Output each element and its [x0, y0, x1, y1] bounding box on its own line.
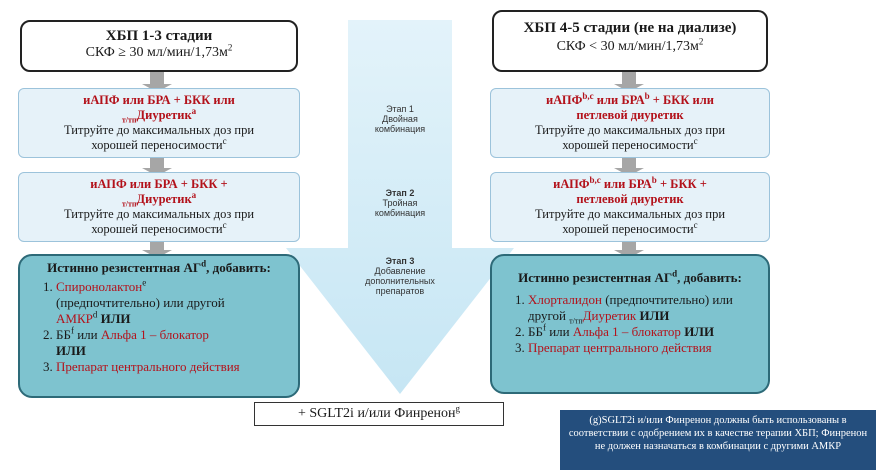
stage-1-label: Этап 1 Двойная комбинация: [374, 104, 426, 134]
left-header-title: ХБП 1-3 стадии: [105, 28, 213, 44]
left-step2-regimen: иАПФ или БРА + БКК +: [90, 177, 228, 191]
list-item: ББf или Альфа 1 – блокатор ИЛИ: [528, 323, 762, 340]
right-step1: иАПФb,c или БРАb + БКК или петлевой диур…: [490, 88, 770, 158]
left-resistant-title: Истинно резистентная АГ: [47, 260, 202, 275]
left-step2: иАПФ или БРА + БКК + т/тпДиуретикa Титру…: [18, 172, 300, 242]
list-item: Спиронолактонe(предпочтительно) или друг…: [56, 278, 292, 327]
right-step1-regimen: иАПФ: [546, 93, 583, 107]
right-resistant-list: Хлорталидон (предпочтительно) или другой…: [498, 292, 762, 356]
left-header-sub: СКФ ≥ 30 мл/мин/1,73м: [85, 45, 228, 60]
right-resistant: Истинно резистентная АГd, добавить: Хлор…: [490, 254, 770, 394]
list-item: Препарат центрального действия: [528, 340, 762, 356]
stage-2-label: Этап 2 Тройная комбинация: [374, 188, 426, 218]
footnote-g: (g)SGLT2i и/или Финренон должны быть исп…: [560, 410, 876, 470]
list-item: Хлорталидон (предпочтительно) или другой…: [528, 292, 762, 325]
sglt2-text: + SGLT2i и/или Финренон: [297, 406, 456, 421]
right-step1-note: Титруйте до максимальных доз при хорошей…: [534, 123, 726, 152]
left-header: ХБП 1-3 стадии СКФ ≥ 30 мл/мин/1,73м2: [20, 20, 298, 72]
right-resistant-title: Истинно резистентная АГ: [518, 270, 673, 285]
left-resistant-list: Спиронолактонe(предпочтительно) или друг…: [26, 278, 292, 375]
right-header-title: ХБП 4-5 стадии (не на диализе): [523, 20, 737, 36]
left-step1-regimen: иАПФ или БРА + БКК или: [83, 93, 235, 107]
left-resistant: Истинно резистентная АГd, добавить: Спир…: [18, 254, 300, 398]
right-step2: иАПФb,c или БРАb + БКК + петлевой диурет…: [490, 172, 770, 242]
sglt2-box: + SGLT2i и/или Финренонg: [254, 402, 504, 426]
left-step1: иАПФ или БРА + БКК или т/тпДиуретикa Тит…: [18, 88, 300, 158]
list-item: Препарат центрального действия: [56, 359, 292, 375]
right-header-sub: СКФ < 30 мл/мин/1,73м: [556, 39, 699, 54]
right-step2-note: Титруйте до максимальных доз при хорошей…: [534, 207, 726, 236]
right-header: ХБП 4-5 стадии (не на диализе) СКФ < 30 …: [492, 10, 768, 72]
stage-3-label: Этап 3 Добавление дополнительных препара…: [365, 256, 435, 296]
left-step2-note: Титруйте до максимальных доз при хорошей…: [63, 207, 255, 236]
central-flow-arrow: [286, 20, 514, 394]
left-step1-note: Титруйте до максимальных доз при хорошей…: [63, 123, 255, 152]
right-step2-regimen: иАПФ: [553, 177, 590, 191]
